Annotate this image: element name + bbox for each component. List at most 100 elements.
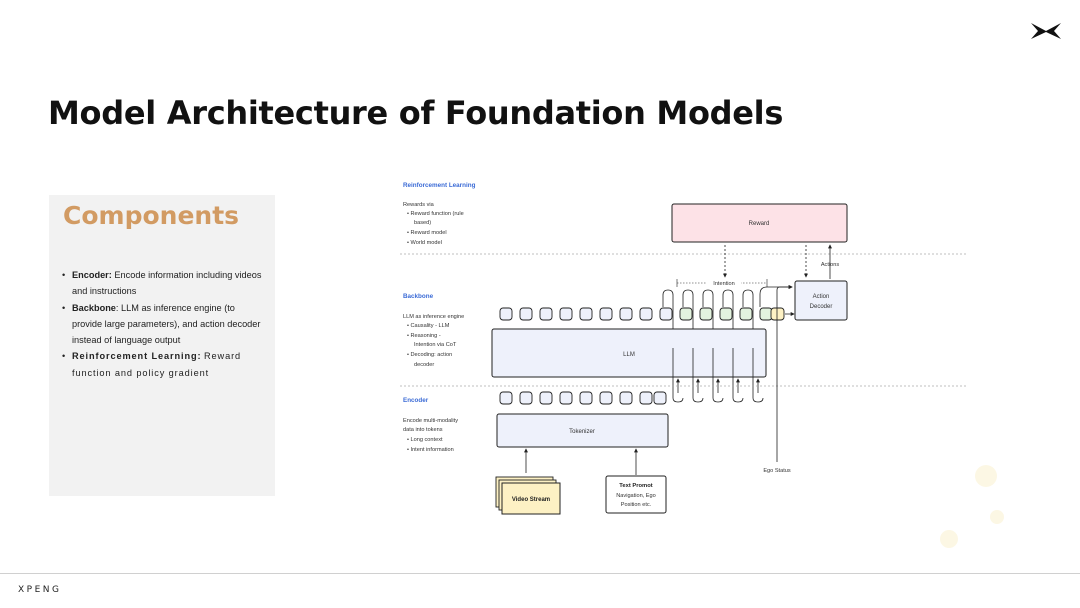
footer-brand-logo: XPENG [18, 585, 62, 595]
rl-bullet-1: • Reward function (rule [407, 211, 464, 217]
backbone-bullet-2-cont: Intention via CoT [414, 342, 457, 348]
backbone-bullet-3: • Decoding: action [407, 352, 452, 358]
loop-arrow [742, 289, 754, 348]
reward-box-label: Reward [749, 221, 770, 227]
backbone-token [519, 307, 533, 321]
backbone-bullet-2: • Reasoning - [407, 333, 441, 339]
loop-arrow [712, 348, 724, 403]
rl-section-title: Reinforcement Learning [403, 182, 476, 189]
text-prompt-line2: Position etc. [621, 502, 652, 508]
encoder-token [499, 391, 513, 405]
loop-arrow [672, 348, 684, 403]
encoder-token [639, 391, 653, 405]
rl-bullet-3: • World model [407, 240, 442, 246]
encoder-token [599, 391, 613, 405]
action-decoder-label-1: Action [813, 294, 830, 300]
decorative-dot [990, 510, 1004, 524]
encoder-text: Encode information including videos and … [72, 270, 262, 297]
encoder-token [519, 391, 533, 405]
list-item-encoder: Encoder: Encode information including vi… [62, 267, 267, 300]
backbone-token [539, 307, 553, 321]
rl-desc-heading: Rewards via [403, 202, 435, 208]
encoder-bullet-1-text: Long context [411, 437, 443, 443]
backbone-label: Backbone [72, 302, 116, 313]
text-prompt-title: Text Promot [619, 483, 652, 489]
encoder-token [559, 391, 573, 405]
reward-box [671, 203, 848, 243]
ego-status-arrow [776, 285, 793, 462]
decorative-dot [940, 530, 958, 548]
video-stream-label: Video Stream [512, 497, 550, 503]
action-decoder-box [794, 280, 848, 321]
backbone-token [659, 307, 673, 321]
encoder-bullet-2: • Intent information [407, 447, 454, 453]
llm-box [491, 328, 767, 378]
tokenizer-box-label: Tokenizer [569, 429, 595, 435]
backbone-token [559, 307, 573, 321]
rl-bullet-2: • Reward model [407, 230, 447, 236]
encoder-bullet-1: • Long context [407, 437, 443, 443]
intention-token [719, 307, 733, 321]
intention-label-bg [707, 278, 741, 287]
backbone-token [639, 307, 653, 321]
backbone-bullet-1-text: Causality - LLM [411, 323, 450, 329]
text-prompt-line1: Navigation, Ego [616, 493, 656, 499]
rl-bullet-1-cont: based) [414, 220, 431, 226]
video-stream-box [501, 482, 561, 515]
autoregressive-loops [662, 285, 793, 348]
backbone-bullet-3-text: Decoding: action [411, 352, 453, 358]
intention-label: Intention [713, 281, 734, 287]
backbone-token-row [499, 307, 785, 321]
tokenizer-box [496, 413, 669, 448]
loop-arrow [732, 348, 744, 403]
backbone-bullet-1: • Causality - LLM [407, 323, 450, 329]
components-list: Encoder: Encode information including vi… [62, 267, 267, 381]
loop-arrow [702, 289, 714, 348]
encoder-label: Encoder: [72, 270, 112, 280]
loop-arrow [759, 285, 793, 307]
encoder-section-title: Encoder [403, 397, 429, 404]
backbone-token [579, 307, 593, 321]
loop-arrow [662, 289, 674, 348]
intention-token [759, 307, 773, 321]
intention-token [679, 307, 693, 321]
encoder-token [579, 391, 593, 405]
page-title: Model Architecture of Foundation Models [48, 94, 784, 132]
loop-arrow [692, 348, 704, 403]
encoder-loops [672, 348, 764, 403]
loop-arrow [682, 289, 694, 348]
components-panel: Components Encoder: Encode information i… [49, 195, 275, 496]
backbone-token [499, 307, 513, 321]
encoder-token-row [499, 391, 667, 405]
encoder-desc-line1: Encode multi-modality [403, 418, 458, 424]
backbone-section-title: Backbone [403, 293, 434, 300]
encoder-bullet-2-text: Intent information [411, 447, 454, 453]
components-heading: Components [63, 201, 240, 230]
encoder-token [653, 391, 667, 405]
rl-bullet-1-text: Reward function (rule [411, 211, 464, 217]
loop-arrow [722, 289, 734, 348]
llm-box-label: LLM [623, 352, 635, 358]
list-item-backbone: Backbone: LLM as inference engine (to pr… [62, 300, 267, 349]
rl-bullet-3-text: World model [411, 240, 442, 246]
backbone-text: : LLM as inference engine (to provide la… [72, 302, 261, 346]
footer-divider [0, 573, 1080, 574]
encoder-token [619, 391, 633, 405]
token-up-arrows [676, 378, 760, 393]
intention-token [699, 307, 713, 321]
xpeng-logo-icon [1031, 23, 1061, 39]
actions-label: Actions [821, 262, 840, 268]
loop-arrow [752, 348, 764, 403]
action-decoder-label-2: Decoder [810, 304, 833, 310]
rl-label: Reinforcement Learning: [72, 351, 202, 362]
backbone-bullet-3-cont: decoder [414, 362, 434, 368]
list-item-rl: Reinforcement Learning: Reward function … [62, 348, 267, 381]
architecture-diagram: Reinforcement Learning Rewards via • Rew… [400, 182, 967, 515]
encoder-token [539, 391, 553, 405]
action-token [770, 307, 785, 321]
ego-status-label: Ego Status [763, 468, 791, 474]
backbone-token [619, 307, 633, 321]
rl-bullet-2-text: Reward model [411, 230, 447, 236]
backbone-token [599, 307, 613, 321]
rl-text: Reward function and policy gradient [72, 351, 242, 378]
